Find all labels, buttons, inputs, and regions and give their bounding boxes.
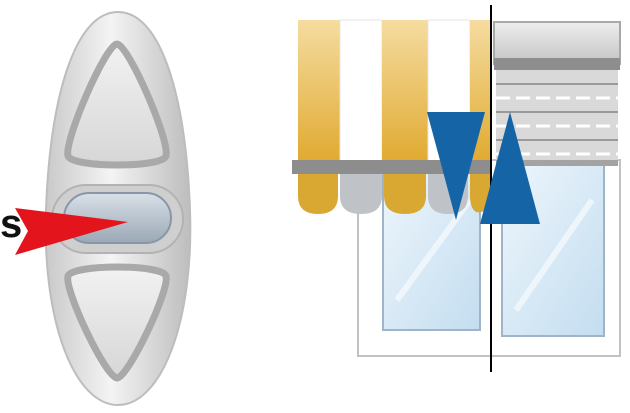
remote-control	[46, 12, 191, 405]
awning-stripe	[340, 20, 382, 165]
awning-stripe	[382, 20, 428, 165]
shutter-box	[494, 22, 620, 64]
awning-valance	[298, 174, 338, 214]
awning-stripe	[298, 20, 340, 165]
stop-label-partial: s	[0, 204, 22, 244]
window-illustration	[292, 5, 620, 372]
